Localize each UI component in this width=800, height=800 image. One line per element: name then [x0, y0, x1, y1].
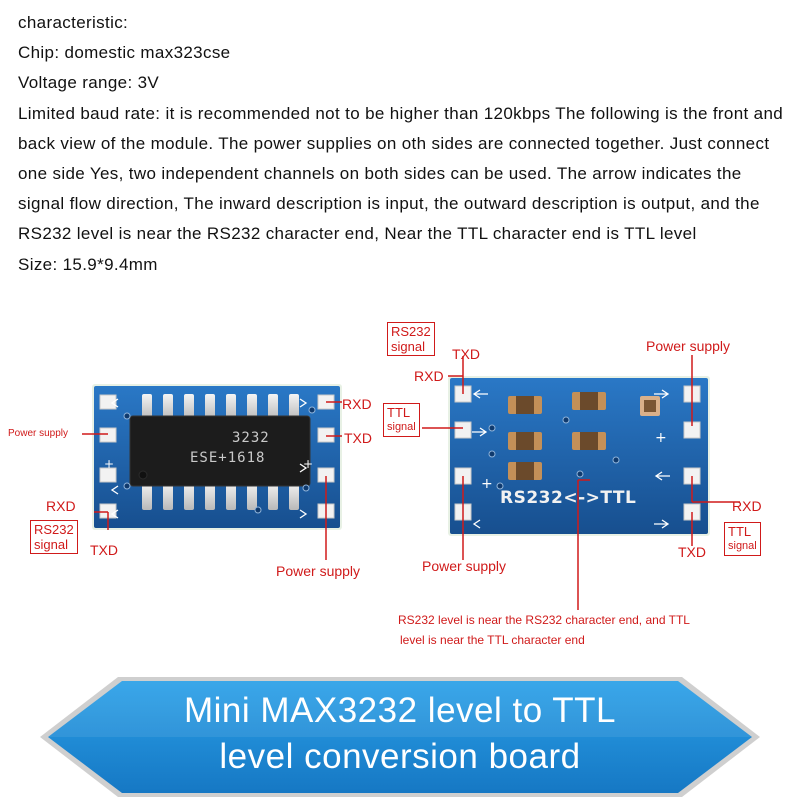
- back-ttl-box2-line2: signal: [728, 540, 757, 552]
- front-txd-left-label: TXD: [90, 542, 118, 558]
- banner-title-line2: level conversion board: [219, 737, 581, 776]
- front-rs232-box-line2: signal: [34, 537, 68, 552]
- front-rs232-box-line1: RS232: [34, 522, 74, 537]
- back-board: + +: [448, 376, 710, 536]
- banner-background: [40, 677, 760, 797]
- front-board: + +: [92, 384, 342, 530]
- back-ttl-box2-line1: TTL: [728, 524, 752, 539]
- back-ttl-box-line1: TTL: [387, 405, 411, 420]
- svg-text:+: +: [104, 457, 114, 471]
- title-banner: Mini MAX3232 level to TTL level conversi…: [0, 675, 800, 800]
- svg-text:+: +: [655, 430, 667, 446]
- note-line1: RS232 level is near the RS232 character …: [398, 613, 690, 627]
- chip-marking-line2: ESE+1618: [190, 450, 266, 466]
- desc-chip: Chip: domestic max323cse: [18, 43, 231, 63]
- back-txd-bottom-label: TXD: [678, 544, 706, 560]
- back-ttl-signal-box-2: TTL signal: [724, 522, 761, 556]
- back-rxd-top-label: RXD: [414, 368, 444, 384]
- back-rs232-box-line1: RS232: [391, 324, 431, 339]
- description-text: characteristic: Chip: domestic max323cse…: [18, 8, 788, 280]
- desc-characteristic: characteristic:: [18, 13, 129, 32]
- back-ttl-box-line2: signal: [387, 421, 416, 433]
- back-rs232-signal-box: RS232 signal: [387, 322, 435, 356]
- chip-marking-line1: 3232: [232, 430, 270, 446]
- boards-illustration: + +: [82, 355, 740, 610]
- desc-size: Size: 15.9*9.4mm: [18, 254, 158, 274]
- note-line2: level is near the TTL character end: [400, 633, 585, 647]
- desc-baud-rate: Limited baud rate: it is recommended not…: [18, 103, 784, 244]
- desc-voltage: Voltage range: 3V: [18, 73, 160, 93]
- front-txd-right-label: TXD: [344, 430, 372, 446]
- banner-title-line1: Mini MAX3232 level to TTL: [183, 691, 617, 730]
- front-rs232-signal-box: RS232 signal: [30, 520, 78, 554]
- front-rxd-right-label: RXD: [342, 396, 372, 412]
- svg-text:+: +: [481, 476, 493, 492]
- back-rxd-right-label: RXD: [732, 498, 762, 514]
- front-power-bottom-label: Power supply: [276, 563, 361, 579]
- svg-text:+: +: [303, 457, 313, 471]
- back-ttl-signal-box: TTL signal: [383, 403, 420, 437]
- front-rxd-left-label: RXD: [46, 498, 76, 514]
- module-figure: + +: [0, 310, 800, 670]
- back-power-top-label: Power supply: [646, 338, 731, 354]
- back-rs232-box-line2: signal: [391, 339, 425, 354]
- silkscreen-rs232-ttl: RS232<->TTL: [500, 488, 637, 508]
- back-power-bottom-label: Power supply: [422, 558, 507, 574]
- back-txd-top-label: TXD: [452, 346, 480, 362]
- front-power-left-label: Power supply: [8, 428, 69, 439]
